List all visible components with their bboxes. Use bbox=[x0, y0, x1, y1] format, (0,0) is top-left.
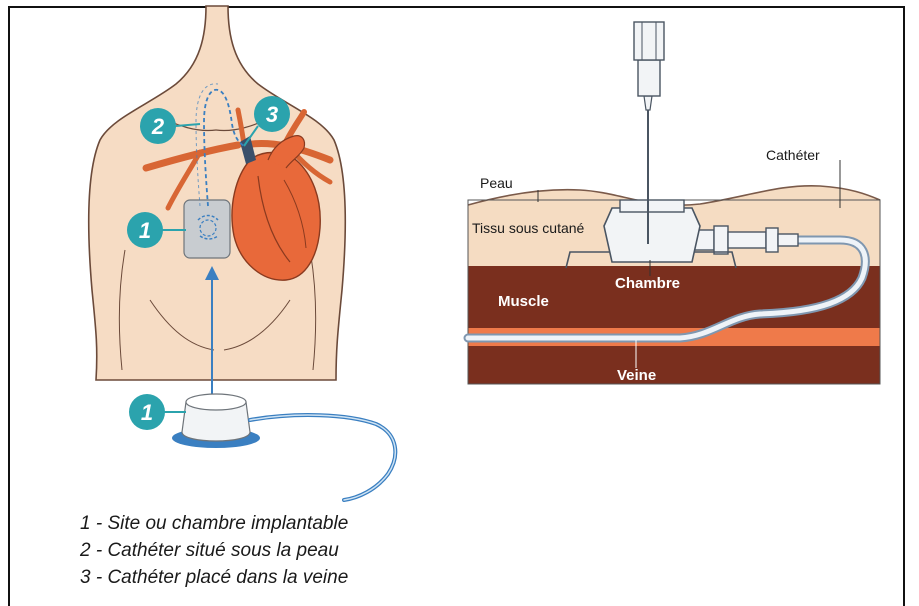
label-peau: Peau bbox=[480, 175, 513, 191]
badge-1-port: 1 bbox=[129, 394, 186, 430]
badge-2-label: 2 bbox=[151, 114, 165, 139]
legend-item-3: 3 - Cathéter placé dans la veine bbox=[80, 567, 348, 588]
label-tissu-sous-cutane: Tissu sous cutané bbox=[472, 220, 585, 236]
label-veine: Veine bbox=[617, 367, 656, 384]
label-catheter: Cathéter bbox=[766, 147, 820, 163]
cross-section: Peau Cathéter Tissu sous cutané Chambre … bbox=[468, 22, 880, 384]
badge-3-label: 3 bbox=[266, 102, 278, 127]
badge-1-chest-label: 1 bbox=[139, 218, 151, 243]
label-muscle: Muscle bbox=[498, 293, 549, 310]
legend: 1 - Site ou chambre implantable 2 - Cath… bbox=[79, 513, 348, 588]
legend-item-1: 1 - Site ou chambre implantable bbox=[80, 513, 348, 534]
badge-1-port-label: 1 bbox=[141, 400, 153, 425]
implantable-port-device bbox=[172, 394, 395, 500]
label-chambre: Chambre bbox=[615, 275, 680, 292]
legend-item-2: 2 - Cathéter situé sous la peau bbox=[79, 540, 339, 561]
chest-port bbox=[184, 200, 230, 258]
